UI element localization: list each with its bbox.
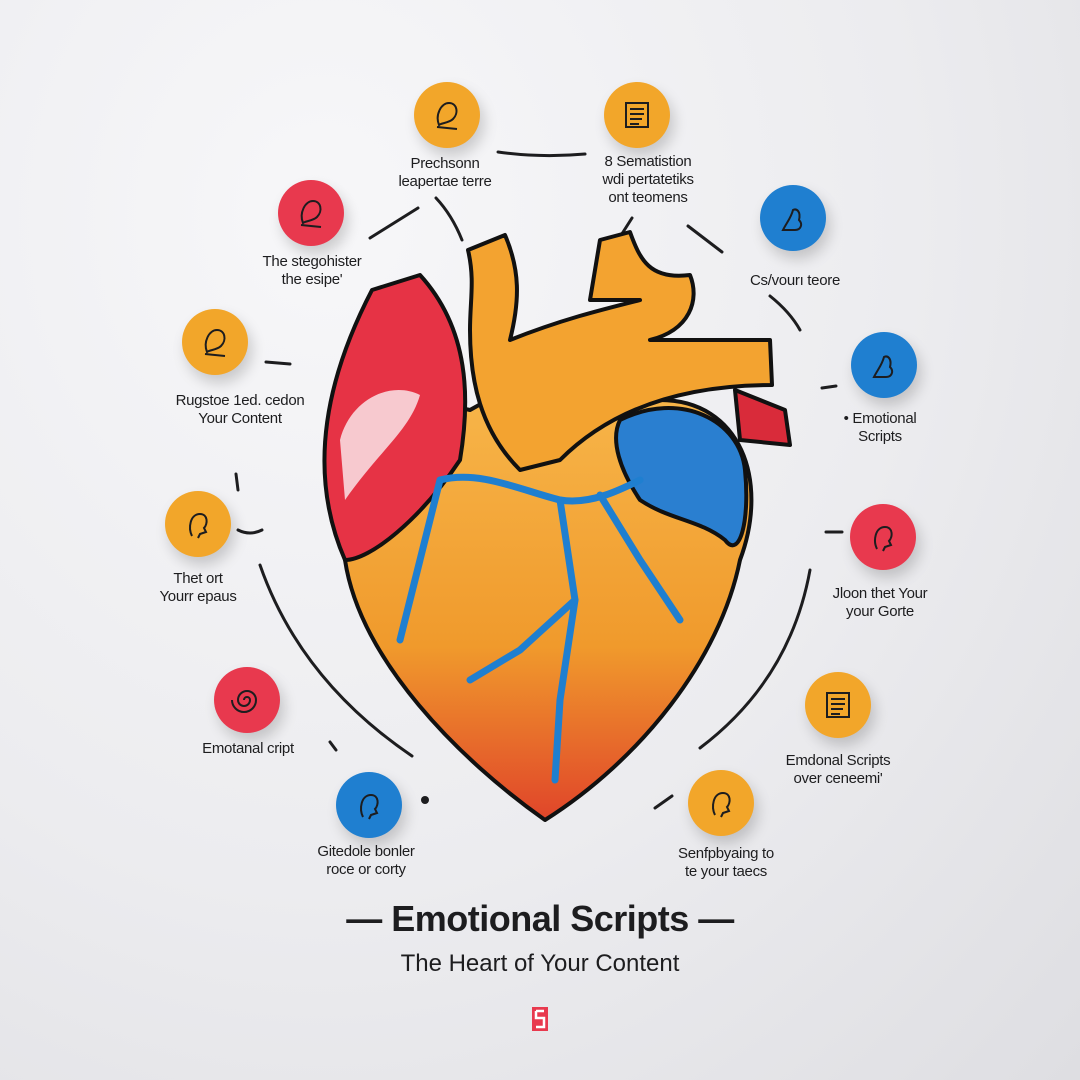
topic-node-8 xyxy=(850,504,916,570)
topic-label-line: The stegohister xyxy=(262,253,362,270)
face-sketch-icon xyxy=(189,512,208,539)
topic-label-line: Senfpbyaing to xyxy=(678,845,774,862)
connector-lines xyxy=(234,150,844,810)
topic-node-2 xyxy=(604,82,670,148)
topic-label-9: Emotanal cript xyxy=(202,740,294,758)
subtitle: The Heart of Your Content xyxy=(400,950,680,977)
topic-label-line: Scripts xyxy=(858,428,902,445)
profile-sketch-icon xyxy=(436,101,458,130)
topic-label-line: leapertae terre xyxy=(398,173,492,190)
topic-label-line: Yourr epaus xyxy=(159,588,237,605)
script-page-icon xyxy=(826,692,850,718)
topic-label-line: Cs/vourı teore xyxy=(749,272,841,289)
topic-label-line: Emotanal cript xyxy=(202,740,294,757)
topic-label-line: your Gorte xyxy=(846,603,914,620)
topic-label-line: over ceneemi' xyxy=(793,770,883,787)
topic-label-line: • Emotional xyxy=(843,410,917,427)
topic-label-line: Emdonal Scripts xyxy=(785,752,891,769)
face-sketch-icon xyxy=(712,791,731,818)
topic-node-5 xyxy=(182,309,248,375)
topic-label-line: te your taecs xyxy=(685,863,767,880)
topic-label-line: wdi pertatetiks xyxy=(602,171,694,188)
topic-node-1 xyxy=(414,82,480,148)
topic-label-line: Jloon thet Your xyxy=(832,585,928,602)
topic-node-12 xyxy=(688,770,754,836)
face-sketch-icon xyxy=(360,793,379,820)
topic-node-3 xyxy=(278,180,344,246)
title-text: Emotional Scripts xyxy=(391,898,689,939)
topic-label-line: 8 Sematistion xyxy=(604,153,692,170)
topic-label-line: Thet ort xyxy=(173,570,223,587)
topic-label-line: ont teomens xyxy=(608,189,688,206)
script-page-icon xyxy=(625,102,649,128)
topic-label-line: roce or corty xyxy=(326,861,406,878)
topic-label-line: the esipe' xyxy=(281,271,343,288)
hand-sketch-icon xyxy=(872,355,894,378)
topic-node-7 xyxy=(165,491,231,557)
face-sketch-icon xyxy=(874,525,893,552)
topic-label-line: Gitedole bonler xyxy=(317,843,415,860)
topic-node-6 xyxy=(851,332,917,398)
topic-label-line: Rugstoe 1ed. cedon xyxy=(175,392,305,409)
hand-sketch-icon xyxy=(781,208,803,231)
spiral-icon xyxy=(231,690,258,713)
topic-node-4 xyxy=(760,185,826,251)
title: — Emotional Scripts — xyxy=(346,898,734,939)
topic-label-4: Cs/vourı teore xyxy=(750,272,840,290)
topic-node-11 xyxy=(336,772,402,838)
topic-node-9 xyxy=(214,667,280,733)
topic-node-10 xyxy=(805,672,871,738)
topic-label-line: Your Content xyxy=(198,410,282,427)
profile-sketch-icon xyxy=(204,328,226,357)
brand-logo-icon xyxy=(532,1007,548,1031)
profile-sketch-icon xyxy=(300,199,322,228)
topic-label-line: Prechsonn xyxy=(410,155,480,172)
